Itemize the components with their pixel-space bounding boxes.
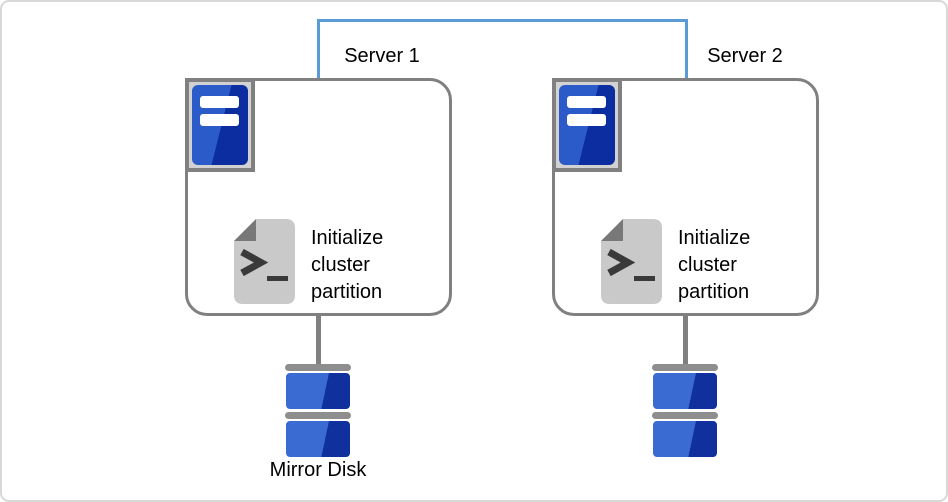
mirror-disk-icon — [285, 364, 351, 458]
shell-script-icon — [601, 219, 662, 304]
server-2-node: Initialize cluster partition — [552, 78, 819, 468]
disk-volume — [653, 373, 717, 409]
prompt-underscore — [267, 276, 288, 281]
server-interconnect-line — [317, 19, 688, 78]
server-tower-icon — [192, 85, 248, 165]
server-slot-bar — [200, 114, 239, 126]
server-box — [552, 78, 819, 316]
server-1-node: Initialize cluster partition — [185, 78, 452, 468]
disk-divider-bar — [285, 412, 351, 419]
prompt-underscore — [634, 276, 655, 281]
disk-cap-bar — [285, 364, 351, 371]
server-slot-bar — [567, 96, 606, 108]
disk-volume — [286, 373, 350, 409]
disk-cap-bar — [652, 364, 718, 371]
prompt-chevron — [607, 248, 636, 277]
mirror-disk-label: Mirror Disk — [269, 459, 367, 481]
disk-divider-bar — [652, 412, 718, 419]
task-label: Initialize cluster partition — [311, 227, 384, 303]
disk-stack-icon — [652, 364, 718, 458]
folded-corner — [601, 219, 623, 241]
disk-volume — [653, 421, 717, 457]
server-1-label: Server 1 — [344, 45, 420, 67]
disk-connection-line — [683, 316, 688, 364]
server-2-label: Server 2 — [707, 45, 783, 67]
shell-script-icon — [234, 219, 295, 304]
server-tower-icon — [559, 85, 615, 165]
disk-connection-line — [316, 316, 321, 364]
folded-corner — [234, 219, 256, 241]
server-slot-bar — [200, 96, 239, 108]
server-icon — [552, 78, 622, 172]
task-label: Initialize cluster partition — [678, 227, 751, 303]
server-slot-bar — [567, 114, 606, 126]
server-box — [185, 78, 452, 316]
disk-volume — [286, 421, 350, 457]
server-icon — [185, 78, 255, 172]
prompt-chevron — [240, 248, 269, 277]
